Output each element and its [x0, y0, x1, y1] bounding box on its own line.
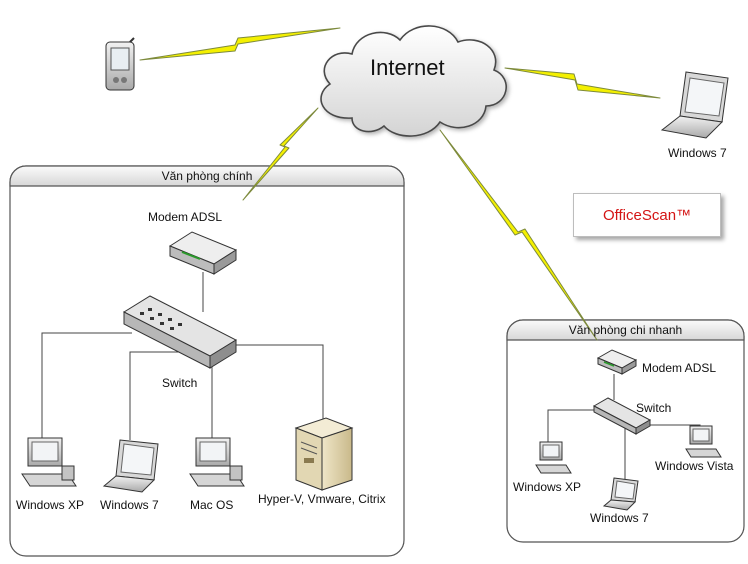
- internet-label: Internet: [370, 55, 445, 80]
- lightning-pda: [139, 27, 341, 61]
- remote-laptop-label: Windows 7: [668, 146, 727, 160]
- desktop-icon: [21, 437, 77, 487]
- laptop-icon: [102, 439, 159, 493]
- client-label-win7: Windows 7: [100, 498, 159, 512]
- branch-switch-label: Switch: [636, 401, 672, 415]
- desktop-icon: [189, 437, 245, 487]
- client-label-macos: Mac OS: [190, 498, 234, 512]
- wireless-links: [139, 27, 661, 341]
- lightning-branch: [439, 129, 598, 341]
- server-icon: [294, 417, 354, 491]
- switch-icon: [122, 295, 238, 369]
- pda-icon: [105, 37, 135, 91]
- branch-client-label-win7: Windows 7: [590, 511, 649, 525]
- modem-icon: [168, 231, 238, 275]
- desktop-icon: [535, 441, 572, 474]
- lightning-laptop: [504, 67, 661, 99]
- switch-icon: [592, 397, 652, 435]
- lightning-main: [242, 107, 319, 201]
- branch-modem-label: Modem ADSL: [642, 361, 717, 375]
- main-modem-label: Modem ADSL: [148, 210, 223, 224]
- modem-icon: [596, 349, 638, 375]
- main-switch-label: Switch: [162, 376, 198, 390]
- officescan-label: OfficeScan™: [602, 206, 692, 224]
- client-label-winxp: Windows XP: [16, 498, 85, 512]
- main-office-title: Văn phòng chính: [161, 169, 253, 183]
- branch-client-label-winxp: Windows XP: [513, 480, 582, 494]
- client-label-hypervisor: Hyper-V, Vmware, Citrix: [258, 492, 386, 506]
- main-office-wiring: [41, 272, 324, 440]
- laptop-icon: [660, 71, 729, 139]
- branch-office-title: Văn phòng chi nhanh: [568, 323, 683, 337]
- internet-cloud: [320, 25, 507, 137]
- branch-client-label-vista: Windows Vista: [655, 459, 734, 473]
- officescan-badge: OfficeScan™: [573, 193, 721, 237]
- desktop-icon: [685, 425, 722, 458]
- laptop-icon: [602, 477, 639, 511]
